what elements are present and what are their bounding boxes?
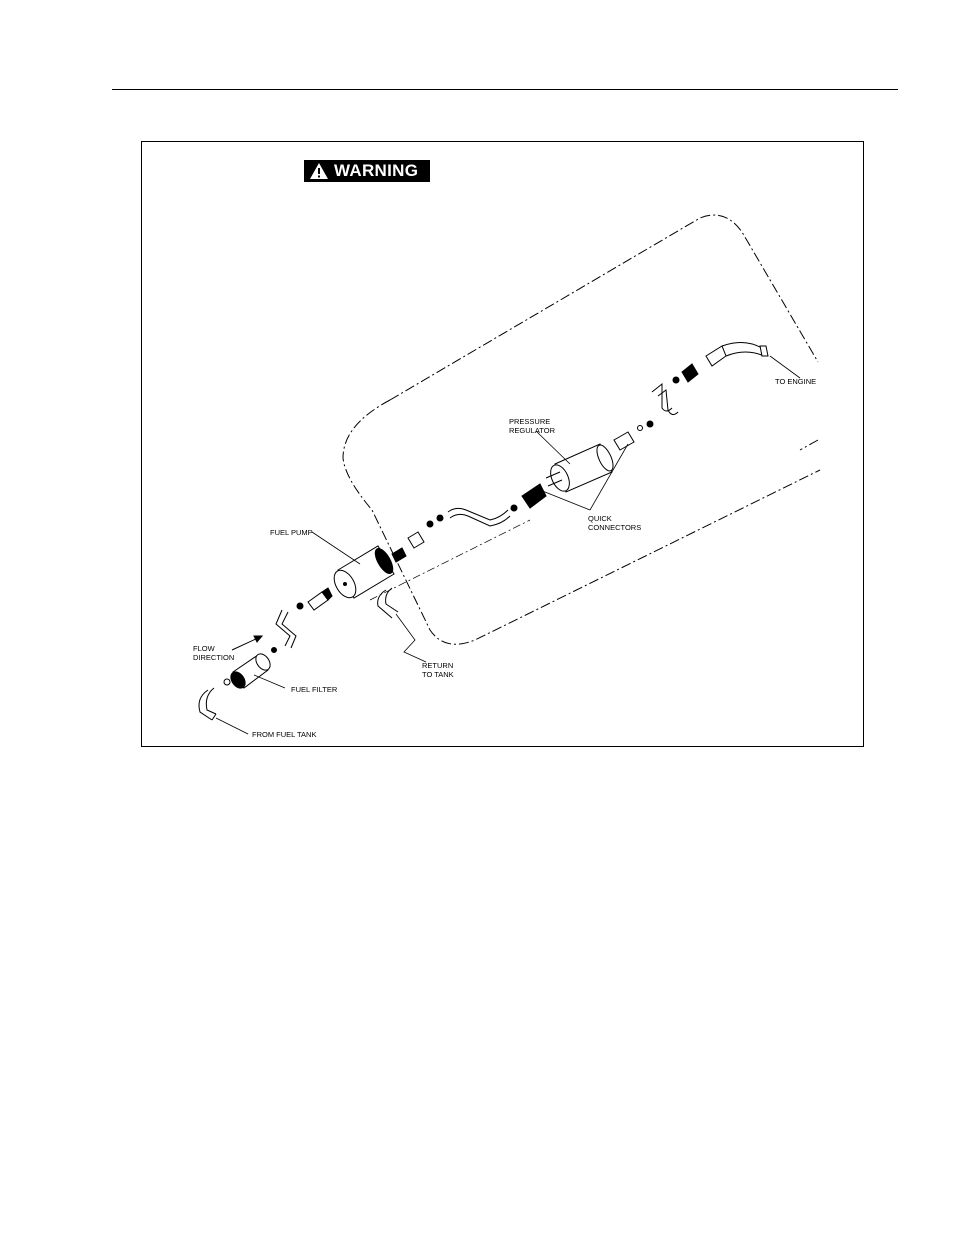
pump-inlet-fittings <box>297 588 332 610</box>
label-flow-direction-line2: DIRECTION <box>193 653 234 662</box>
flow-arrow <box>232 636 262 650</box>
middle-pipe <box>448 508 510 526</box>
pump-outlet-fittings <box>408 515 443 548</box>
label-quick-connectors-line1: QUICK <box>588 514 612 523</box>
label-pressure-regulator-line2: REGULATOR <box>509 426 556 435</box>
label-fuel-filter: FUEL FILTER <box>291 685 338 694</box>
label-fuel-pump: FUEL PUMP <box>270 528 313 537</box>
inlet-pipe <box>276 610 296 648</box>
label-to-engine: TO ENGINE <box>775 377 816 386</box>
label-quick-connectors-line2: CONNECTORS <box>588 523 641 532</box>
label-return-to-tank-line2: TO TANK <box>422 670 454 679</box>
leader-lines <box>216 356 800 734</box>
label-flow-direction-line1: FLOW <box>193 644 216 653</box>
label-return-to-tank-line1: RETURN <box>422 661 453 670</box>
label-pressure-regulator-line1: PRESSURE <box>509 417 550 426</box>
fuel-pump <box>330 546 406 602</box>
to-engine-assembly <box>673 342 768 383</box>
assembly-centerline <box>370 520 530 600</box>
upper-pipe <box>652 384 678 415</box>
enclosure-boundary <box>343 215 820 644</box>
return-pipe <box>378 588 398 618</box>
from-tank-hose <box>199 688 216 720</box>
label-from-fuel-tank: FROM FUEL TANK <box>252 730 316 739</box>
